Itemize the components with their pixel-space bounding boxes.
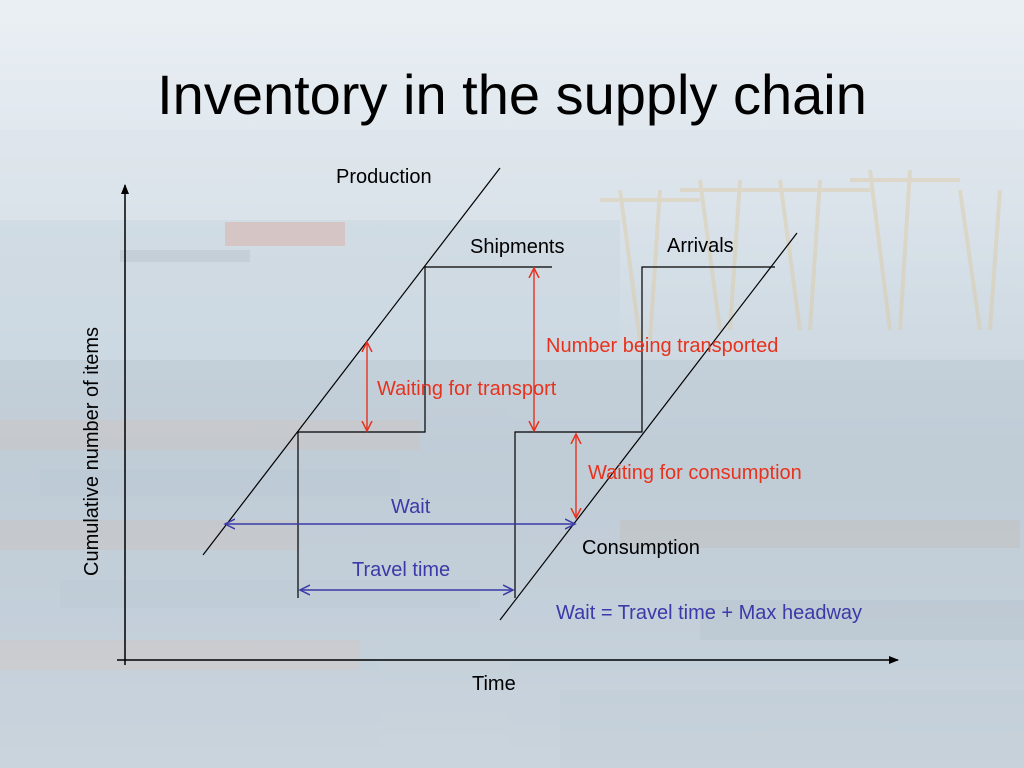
consumption-curve [499, 232, 798, 621]
formula-label: Wait = Travel time + Max headway [556, 602, 862, 624]
production-label: Production [336, 166, 432, 188]
y-axis-label: Cumulative number of items [81, 327, 103, 576]
waiting-transport-label: Waiting for transport [377, 378, 557, 400]
arrivals-label: Arrivals [667, 235, 734, 257]
wait-label: Wait [391, 496, 431, 518]
production-curve [202, 167, 501, 556]
x-axis-label: Time [472, 673, 516, 695]
number-transported-label: Number being transported [546, 335, 778, 357]
shipments-curve [297, 266, 552, 598]
consumption-label: Consumption [582, 537, 700, 559]
shipments-label: Shipments [470, 236, 565, 258]
arrivals-curve [514, 266, 775, 598]
waiting-consumption-label: Waiting for consumption [588, 462, 802, 484]
travel-time-label: Travel time [352, 559, 450, 581]
slide-title: Inventory in the supply chain [157, 63, 867, 126]
